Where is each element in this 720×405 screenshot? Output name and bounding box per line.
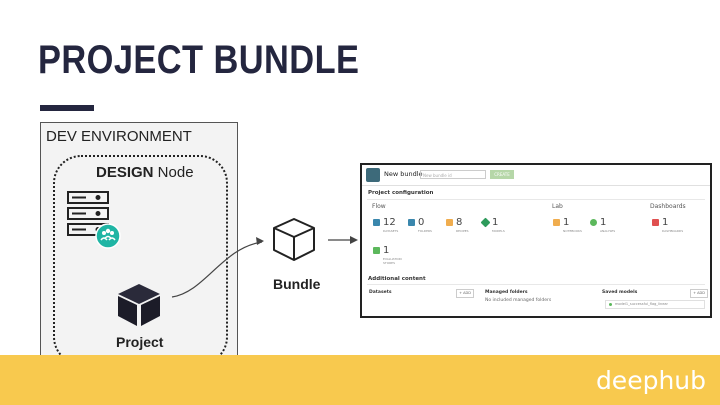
create-button[interactable]: CREATE [490, 170, 514, 179]
stat-num: 1 [600, 217, 607, 228]
dev-environment-label: DEV ENVIRONMENT [46, 128, 192, 145]
recipe-icon [446, 219, 453, 226]
stat-caption: ANALYSES [600, 229, 616, 233]
stat-num: 1 [563, 217, 570, 228]
project-configuration-heading: Project configuration [368, 190, 434, 196]
lab-label: Lab [552, 203, 563, 210]
stat-num: 1 [383, 245, 390, 256]
connector-arrowhead [256, 237, 264, 245]
design-node-label-bold: DESIGN [96, 164, 154, 181]
stat-caption: MODELS [492, 229, 505, 233]
page-title: PROJECT BUNDLE [38, 38, 360, 82]
saved-model-item[interactable]: model1_successful_flag_linear [605, 300, 705, 309]
stat-caption: RECIPES [456, 229, 469, 233]
bundle-cube-icon [273, 218, 315, 261]
stat-num: 1 [492, 217, 499, 228]
design-node-label-rest: Node [153, 164, 194, 181]
stat-caption: FOLDERS [418, 229, 432, 233]
notebook-icon [553, 219, 560, 226]
evaluation-store-icon [373, 247, 380, 254]
stat-num: 0 [418, 217, 425, 228]
project-to-bundle-connector [171, 241, 263, 298]
saved-model-name: model1_successful_flag_linear [615, 302, 668, 306]
dashboard-icon [652, 219, 659, 226]
folder-icon [408, 219, 415, 226]
bundle-id-input[interactable]: New bundle id [420, 170, 486, 179]
datasets-add-button[interactable]: + ADD [456, 289, 474, 298]
managed-folders-label: Managed folders [485, 290, 528, 295]
stat-num: 8 [456, 217, 463, 228]
bundle-logo-icon [366, 168, 380, 182]
additional-content-heading: Additional content [368, 276, 426, 282]
flow-label: Flow [372, 203, 386, 210]
bundle-arrowhead [350, 236, 358, 244]
project-cube-icon [118, 284, 160, 326]
users-badge-icon [95, 223, 121, 249]
footer-band [0, 355, 720, 405]
section-divider [367, 284, 705, 285]
datasets-icon [373, 219, 380, 226]
bundle-config-screenshot: New bundle New bundle id CREATE Project … [360, 163, 712, 318]
stat-num: 12 [383, 217, 396, 228]
bundle-label: Bundle [273, 276, 321, 292]
stat-caption: NOTEBOOKS [563, 229, 582, 233]
datasets-label: Datasets [369, 290, 392, 295]
brand-logo: deephub [595, 366, 706, 395]
stat-num: 1 [662, 217, 669, 228]
title-underline [40, 105, 94, 111]
stat-caption: DASHBOARDS [662, 229, 684, 233]
stat-caption: EVALUATION STORES [383, 257, 402, 265]
saved-models-label: Saved models [602, 290, 638, 295]
design-node-label: DESIGN Node [96, 164, 194, 181]
managed-folders-empty-text: No included managed folders [485, 298, 552, 303]
model-status-dot [609, 303, 612, 306]
model-icon [480, 217, 491, 228]
dashboards-label: Dashboards [650, 203, 686, 210]
stat-caption: DATASETS [383, 229, 399, 233]
screenshot-header [362, 165, 710, 186]
server-icon [67, 191, 109, 236]
section-divider [367, 199, 705, 200]
project-label: Project [116, 334, 164, 350]
analysis-icon [590, 219, 597, 226]
bundle-name: New bundle [384, 170, 423, 178]
saved-models-add-button[interactable]: + ADD [690, 289, 708, 298]
